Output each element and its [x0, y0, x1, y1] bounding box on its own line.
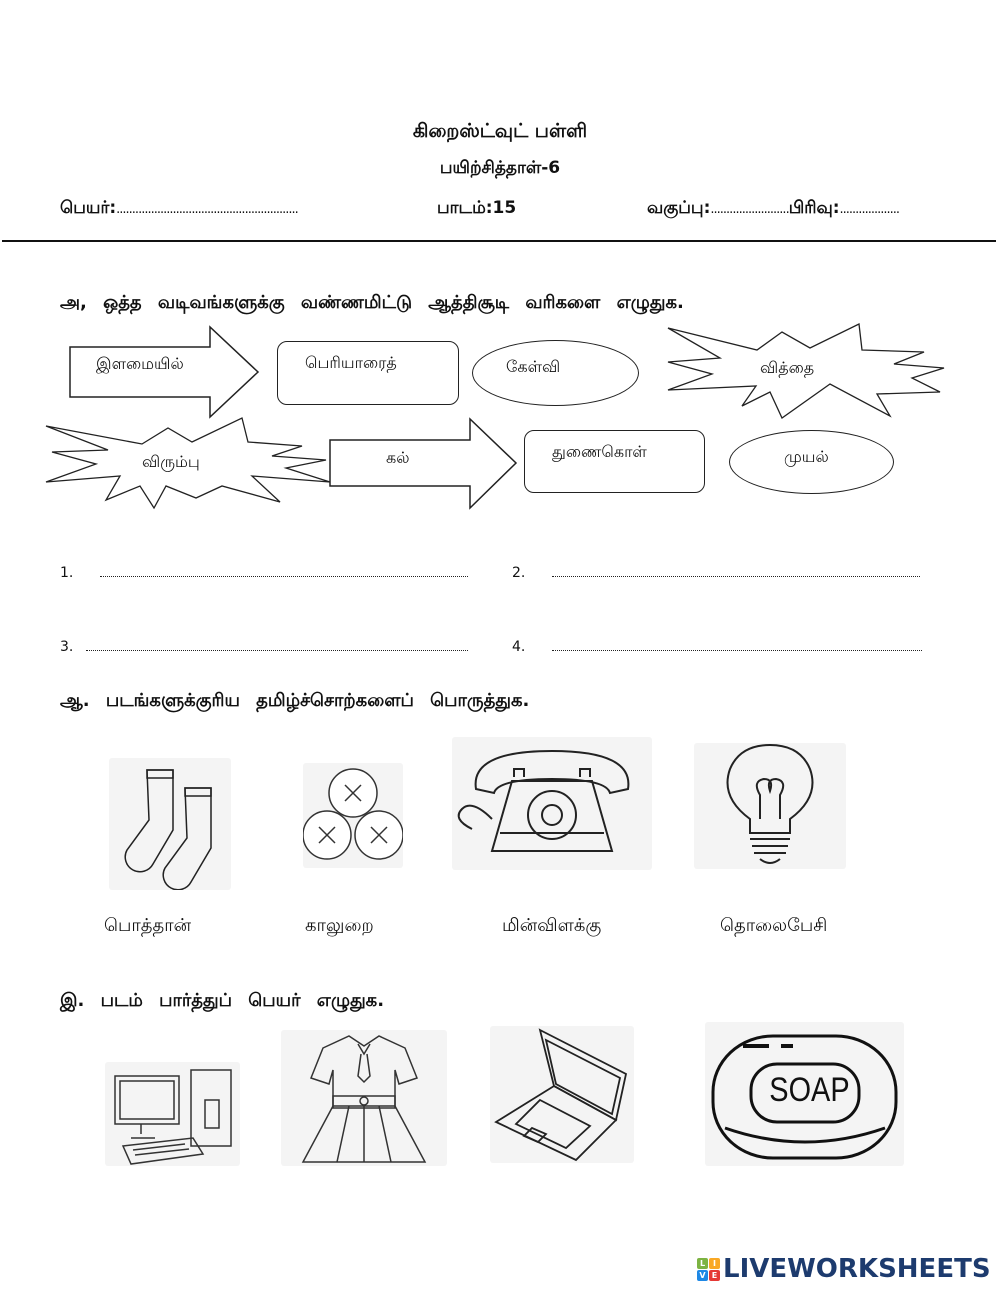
school-dress-picture[interactable]	[281, 1030, 447, 1166]
shape-starburst-2[interactable]: விரும்பு	[42, 416, 332, 510]
arrow-shape-icon	[329, 417, 518, 510]
starburst-shape-icon	[45, 417, 331, 510]
shape-ellipse-2[interactable]: முயல்	[729, 430, 894, 494]
name-field[interactable]: பெயர்:..................................…	[60, 198, 299, 220]
answer-line-4[interactable]: 4.	[512, 639, 922, 655]
answer-number: 4.	[512, 639, 526, 655]
soap-label: SOAP	[769, 1071, 850, 1109]
answer-blank[interactable]	[552, 640, 922, 651]
light-bulb-picture[interactable]	[694, 743, 846, 869]
school-name: கிறைஸ்ட்வுட் பள்ளி	[412, 120, 588, 142]
section-c-heading: இ. படம் பார்த்துப் பெயர் எழுதுக.	[60, 990, 385, 1011]
section-label: பிரிவு:	[788, 198, 840, 218]
shape-arrow-2[interactable]: கல்	[328, 417, 518, 510]
soap-picture[interactable]: SOAP	[705, 1022, 904, 1166]
name-label: பெயர்:	[60, 198, 117, 218]
shape-ellipse-1[interactable]: கேள்வி	[472, 340, 639, 406]
class-blank[interactable]: .........................	[710, 202, 789, 217]
answer-number: 1.	[60, 565, 74, 581]
logo-letter: I	[709, 1257, 720, 1269]
shape-label: கல்	[386, 448, 410, 467]
socks-icon	[124, 769, 212, 891]
shape-label: முயல்	[784, 447, 829, 466]
laptop-icon	[494, 1028, 628, 1162]
answer-line-3[interactable]: 3.	[60, 639, 468, 655]
answer-line-1[interactable]: 1.	[60, 565, 468, 581]
shape-label: இளமையில்	[96, 354, 184, 373]
section-a-heading: அ, ஒத்த வடிவங்களுக்கு வண்ணமிட்டு ஆத்திசூ…	[60, 292, 684, 313]
logo-letter: L	[697, 1257, 708, 1269]
buttons-icon	[302, 768, 404, 860]
logo-text: LIVEWORKSHEETS	[723, 1254, 991, 1284]
answer-blank[interactable]	[100, 566, 468, 577]
answer-line-2[interactable]: 2.	[512, 565, 920, 581]
desktop-computer-picture[interactable]	[105, 1062, 240, 1166]
answer-blank[interactable]	[86, 640, 468, 651]
socks-picture[interactable]	[109, 758, 231, 891]
shape-label: வித்தை	[760, 358, 815, 377]
telephone-icon	[457, 749, 630, 852]
shape-label: துணைகொள்	[552, 442, 647, 461]
shape-label: பெரியாரைத்	[305, 353, 397, 372]
header-divider	[2, 240, 996, 242]
logo-letter: E	[709, 1269, 720, 1281]
logo-letter: V	[697, 1269, 708, 1281]
buttons-picture[interactable]	[302, 763, 404, 868]
shape-starburst-1[interactable]: வித்தை	[662, 322, 948, 419]
match-word-4[interactable]: தொலைபேசி	[720, 915, 828, 936]
answer-number: 2.	[512, 565, 526, 581]
telephone-picture[interactable]	[452, 737, 652, 870]
match-word-1[interactable]: பொத்தான்	[104, 915, 192, 936]
worksheet-title: பயிற்சித்தாள்-6	[439, 158, 561, 178]
school-dress-icon	[301, 1035, 427, 1163]
shape-rounded-rect-1[interactable]: பெரியாரைத்	[277, 341, 459, 405]
match-word-3[interactable]: மின்விளக்கு	[502, 915, 602, 936]
desktop-computer-icon	[114, 1069, 232, 1165]
answer-blank[interactable]	[552, 566, 920, 577]
light-bulb-icon	[726, 743, 814, 864]
shape-arrow-1[interactable]: இளமையில்	[68, 325, 260, 419]
soap-icon	[711, 1034, 898, 1160]
class-section-field[interactable]: வகுப்பு:.........................பிரிவு:…	[647, 198, 901, 220]
section-b-heading: ஆ. படங்களுக்குரிய தமிழ்ச்சொற்களைப் பொருத…	[60, 690, 530, 711]
shape-label: கேள்வி	[506, 357, 561, 376]
name-blank[interactable]: ........................................…	[116, 202, 299, 217]
laptop-picture[interactable]	[490, 1026, 634, 1163]
match-word-2[interactable]: காலுறை	[305, 915, 374, 936]
logo-badge-icon: L I V E	[697, 1257, 720, 1281]
shape-rounded-rect-2[interactable]: துணைகொள்	[524, 430, 705, 493]
class-label: வகுப்பு:	[647, 198, 711, 218]
answer-number: 3.	[60, 639, 74, 655]
shape-label: விரும்பு	[142, 452, 200, 471]
liveworksheets-logo[interactable]: L I V E LIVEWORKSHEETS	[697, 1254, 991, 1284]
lesson-label: பாடம்:15	[437, 198, 517, 218]
section-blank[interactable]: ...................	[839, 202, 901, 217]
starburst-shape-icon	[667, 323, 945, 419]
arrow-shape-icon	[69, 325, 260, 419]
